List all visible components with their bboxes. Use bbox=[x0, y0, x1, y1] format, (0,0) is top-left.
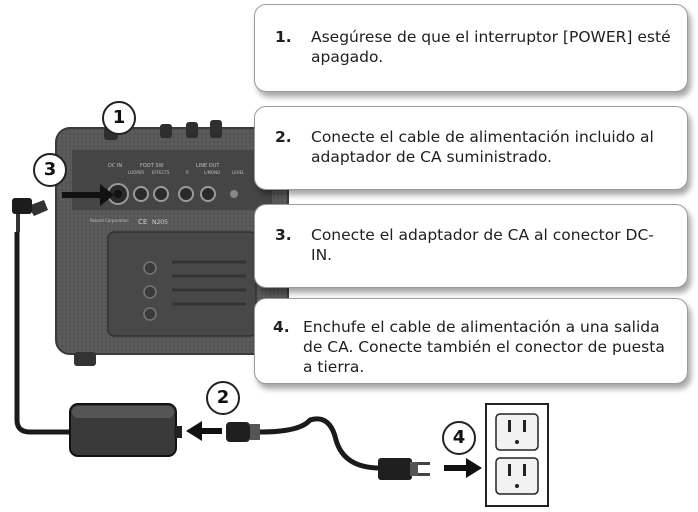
amp-foot-left bbox=[74, 352, 96, 366]
step-text: Conecte el cable de alimentación incluid… bbox=[311, 127, 673, 167]
callout-1: 1 bbox=[102, 101, 136, 135]
level-knob bbox=[230, 190, 238, 198]
step-card-3: 3. Conecte el adaptador de CA al conecto… bbox=[254, 204, 688, 288]
callout-4: 4 bbox=[442, 421, 476, 455]
step-number: 4. bbox=[273, 317, 290, 337]
label-model: N205 bbox=[152, 219, 168, 226]
label-line-out: LINE OUT bbox=[196, 163, 220, 169]
ac-adaptor bbox=[70, 404, 182, 456]
wall-plug bbox=[378, 458, 430, 480]
arrow-to-outlet bbox=[444, 458, 482, 478]
step-card-4: 4. Enchufe el cable de alimentación a un… bbox=[254, 298, 688, 384]
label-effects: EFFECTS bbox=[152, 170, 170, 175]
step-card-1: 1. Asegúrese de que el interruptor [POWE… bbox=[254, 4, 688, 92]
arrow-to-adaptor bbox=[186, 421, 222, 441]
step-text: Enchufe el cable de alimentación a una s… bbox=[303, 317, 673, 377]
step-number: 3. bbox=[275, 225, 292, 245]
label-dc-in: DC IN bbox=[108, 163, 122, 169]
step-number: 2. bbox=[275, 127, 292, 147]
callout-2: 2 bbox=[206, 381, 240, 415]
power-cord-connector bbox=[226, 419, 380, 468]
callout-3: 3 bbox=[33, 153, 67, 187]
step-text: Conecte el adaptador de CA al conector D… bbox=[311, 225, 673, 265]
dc-plug bbox=[12, 198, 48, 232]
label-r: R bbox=[186, 170, 189, 175]
wall-outlet bbox=[486, 404, 548, 506]
label-brand: Roland Corporation bbox=[90, 218, 129, 223]
label-foot-sw: FOOT SW bbox=[140, 163, 164, 169]
label-ce: CE bbox=[138, 218, 147, 226]
label-lmono: L/MONO bbox=[204, 170, 220, 175]
back-plate-screws bbox=[144, 262, 156, 320]
step-card-2: 2. Conecte el cable de alimentación incl… bbox=[254, 106, 688, 190]
label-looper: LOOPER bbox=[128, 170, 144, 175]
label-level: LEVEL bbox=[232, 170, 245, 175]
step-number: 1. bbox=[275, 27, 292, 47]
step-text: Asegúrese de que el interruptor [POWER] … bbox=[311, 27, 673, 67]
